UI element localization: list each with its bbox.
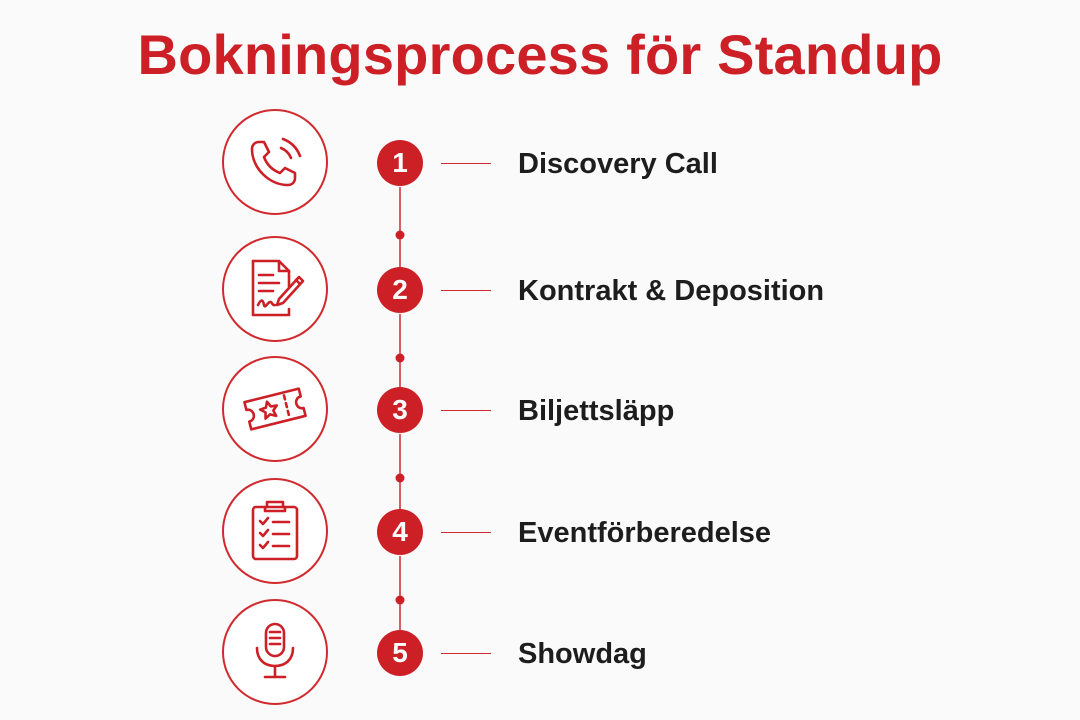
step-label: Showdag bbox=[518, 638, 647, 670]
step-number-badge: 4 bbox=[377, 509, 423, 555]
connector-dot bbox=[395, 353, 405, 363]
label-dash bbox=[441, 163, 491, 164]
page-title: Bokningsprocess för Standup bbox=[137, 23, 943, 86]
connector-dot bbox=[395, 595, 405, 605]
phone-icon bbox=[222, 109, 328, 215]
step-number-badge: 2 bbox=[377, 267, 423, 313]
step-number-badge: 3 bbox=[377, 387, 423, 433]
step-label: Kontrakt & Deposition bbox=[518, 275, 825, 307]
step-4: 4 Eventförberedelse bbox=[0, 478, 1080, 588]
label-dash bbox=[441, 410, 491, 411]
step-5: 5 Showdag bbox=[0, 599, 1080, 709]
connector-dot bbox=[395, 230, 405, 240]
step-3: 3 Biljettsläpp bbox=[0, 356, 1080, 466]
checklist-icon bbox=[222, 478, 328, 584]
contract-sign-icon bbox=[222, 236, 328, 342]
microphone-icon bbox=[222, 599, 328, 705]
step-label: Discovery Call bbox=[518, 148, 718, 180]
step-label: Biljettsläpp bbox=[518, 395, 675, 427]
label-dash bbox=[441, 290, 491, 291]
label-dash bbox=[441, 532, 491, 533]
ticket-icon bbox=[222, 356, 328, 462]
step-1: 1 Discovery Call bbox=[0, 109, 1080, 219]
connector-dot bbox=[395, 473, 405, 483]
label-dash bbox=[441, 653, 491, 654]
step-2: 2 Kontrakt & Deposition bbox=[0, 236, 1080, 346]
step-number-badge: 1 bbox=[377, 140, 423, 186]
step-number-badge: 5 bbox=[377, 630, 423, 676]
step-label: Eventförberedelse bbox=[518, 517, 772, 549]
